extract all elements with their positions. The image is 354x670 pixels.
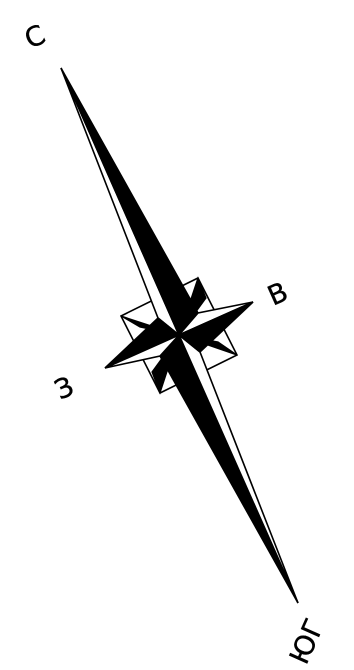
north-needle bbox=[61, 68, 198, 335]
west-label: З bbox=[50, 371, 78, 406]
south-needle-white-half bbox=[179, 335, 298, 603]
south-needle-black-half bbox=[160, 335, 298, 603]
north-needle-black-half bbox=[61, 68, 198, 335]
east-label: В bbox=[263, 277, 293, 313]
north-label: С bbox=[20, 19, 50, 55]
south-label: ЮГ bbox=[284, 615, 331, 669]
south-needle bbox=[160, 335, 298, 603]
